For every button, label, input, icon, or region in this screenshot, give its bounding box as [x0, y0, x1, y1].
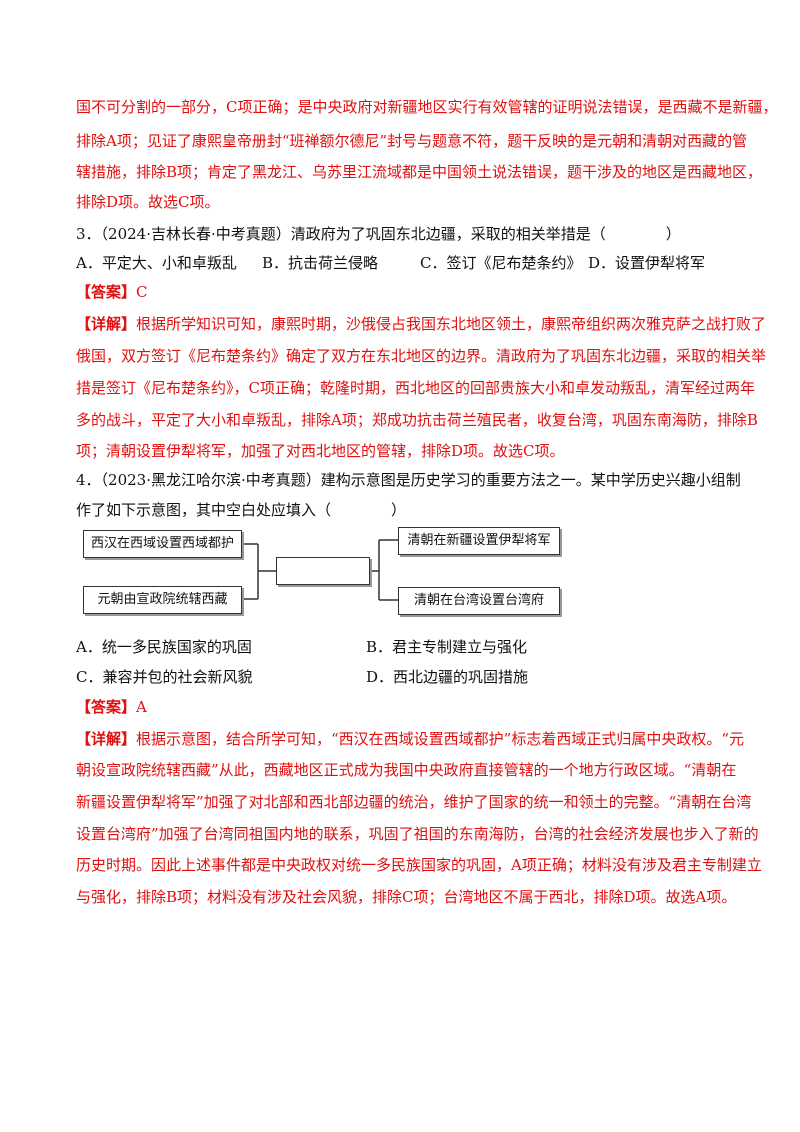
question-3-stem: 3．（2024·吉林长春·中考真题）清政府为了巩固东北边疆，采取的相关举措是（ …: [76, 225, 681, 243]
answer-value: C: [136, 283, 148, 301]
analysis-line: 俄国，双方签订《尼布楚条约》确定了双方在东北地区的边界。清政府为了巩固东北边疆，…: [76, 347, 767, 365]
diagram-connectors: [240, 539, 398, 601]
question-4-analysis-first: 【详解】根据示意图，结合所学可知，“西汉在西域设置西域都护”标志着西域正式归属中…: [76, 729, 744, 749]
answer-value: A: [136, 698, 147, 716]
diagram-box-right-bottom: 清朝在台湾设置台湾府: [398, 587, 560, 615]
diagram-box-right-top: 清朝在新疆设置伊犁将军: [398, 527, 560, 555]
analysis-text: 根据示意图，结合所学可知，“西汉在西域设置西域都护”标志着西域正式归属中央政权。…: [136, 730, 745, 748]
analysis-line: 设置台湾府”加强了台湾同祖国内地的联系，巩固了祖国的东南海防，台湾的社会经济发展…: [76, 825, 759, 843]
question-3-option-c: C．签订《尼布楚条约》: [420, 254, 582, 272]
question-3-option-d: D．设置伊犁将军: [588, 254, 706, 272]
diagram-box-left-top: 西汉在西域设置西域都护: [83, 530, 242, 558]
answer-tag: 【答案】: [76, 283, 137, 301]
question-4-option-b: B．君主专制建立与强化: [366, 638, 528, 656]
analysis-line: 多的战斗，平定了大小和卓叛乱，排除A项；郑成功抗击荷兰殖民者，收复台湾，巩固东南…: [76, 411, 758, 429]
analysis-line: 新疆设置伊犁将军”加强了对北部和西北部边疆的统治，维护了国家的统一和领土的完整。…: [76, 793, 752, 811]
analysis-line: 排除D项。故选C项。: [76, 193, 220, 211]
analysis-text: 根据所学知识可知，康熙时期，沙俄侵占我国东北地区领土，康熙帝组织两次雅克萨之战打…: [136, 315, 767, 333]
analysis-line: 历史时期。因此上述事件都是中央政权对统一多民族国家的巩固，A项正确；材料没有涉及…: [76, 856, 762, 874]
question-4-answer: 【答案】A: [76, 697, 147, 717]
analysis-line: 朝设宣政院统辖西藏”从此，西藏地区正式成为我国中央政府直接管辖的一个地方行政区域…: [76, 761, 737, 779]
analysis-line: 项；清朝设置伊犁将军，加强了对西北地区的管辖，排除D项。故选C项。: [76, 442, 565, 460]
diagram-box-blank: [276, 557, 370, 585]
analysis-line: 措是签订《尼布楚条约》，C项正确；乾隆时期，西北地区的回部贵族大小和卓发动叛乱，…: [76, 379, 755, 397]
question-4-stem-line-2: 作了如下示意图，其中空白处应填入（ ）: [76, 501, 407, 519]
analysis-line: 国不可分割的一部分，C项正确；是中央政府对新疆地区实行有效管辖的证明说法错误，是…: [76, 98, 778, 116]
question-3-option-a: A．平定大、小和卓叛乱: [76, 254, 237, 272]
analysis-tag: 【详解】: [76, 315, 137, 333]
analysis-line: 辖措施，排除B项；肯定了黑龙江、乌苏里江流域都是中国领土说法错误，题干涉及的地区…: [76, 163, 763, 181]
question-3-option-b: B．抗击荷兰侵略: [262, 254, 379, 272]
answer-tag: 【答案】: [76, 698, 137, 716]
diagram-box-left-bottom: 元朝由宣政院统辖西藏: [83, 586, 242, 614]
analysis-line: 排除A项；见证了康熙皇帝册封“班禅额尔德尼”封号与题意不符，题干反映的是元朝和清…: [76, 132, 748, 150]
question-4-stem-line-1: 4．（2023·黑龙江哈尔滨·中考真题）建构示意图是历史学习的重要方法之一。某中…: [76, 471, 741, 489]
question-4-option-a: A．统一多民族国家的巩固: [76, 638, 252, 656]
question-3-analysis-first: 【详解】根据所学知识可知，康熙时期，沙俄侵占我国东北地区领土，康熙帝组织两次雅克…: [76, 314, 766, 334]
question-4-option-d: D．西北边疆的巩固措施: [366, 668, 529, 686]
question-4-option-c: C．兼容并包的社会新风貌: [76, 668, 253, 686]
question-3-answer: 【答案】C: [76, 282, 148, 302]
analysis-line: 与强化，排除B项；材料没有涉及社会风貌，排除C项；台湾地区不属于西北，排除D项。…: [76, 888, 737, 906]
analysis-tag: 【详解】: [76, 730, 137, 748]
